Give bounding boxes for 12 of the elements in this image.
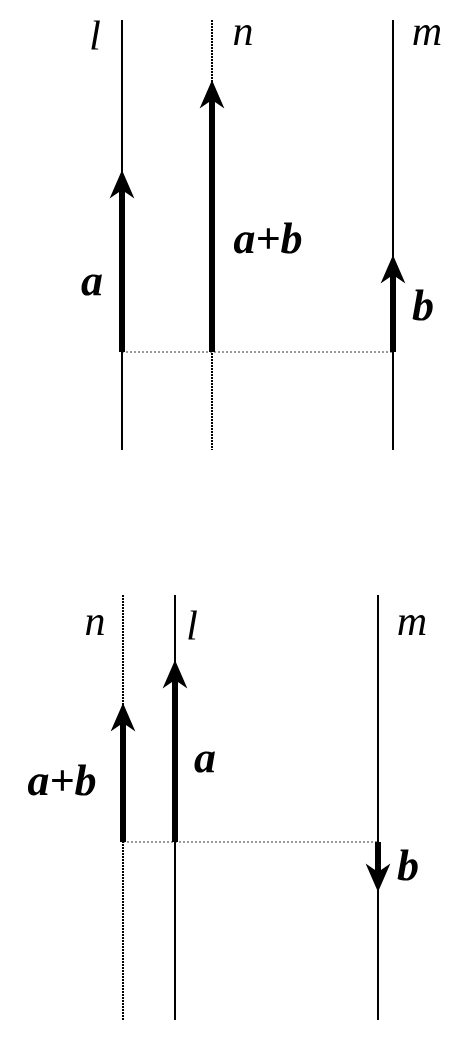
vector-label: a+b	[28, 764, 96, 796]
vector-label: a+b	[234, 222, 302, 254]
vector-label: a	[194, 751, 215, 773]
vector-label: b	[412, 289, 433, 321]
line-label: n	[86, 615, 104, 635]
line-label: m	[398, 615, 426, 635]
line-label: l	[91, 20, 100, 50]
line-label: l	[188, 610, 197, 640]
line-label: m	[413, 25, 441, 45]
vector-label: a	[81, 274, 102, 296]
vector-label: b	[397, 849, 418, 881]
line-label: n	[234, 25, 252, 45]
